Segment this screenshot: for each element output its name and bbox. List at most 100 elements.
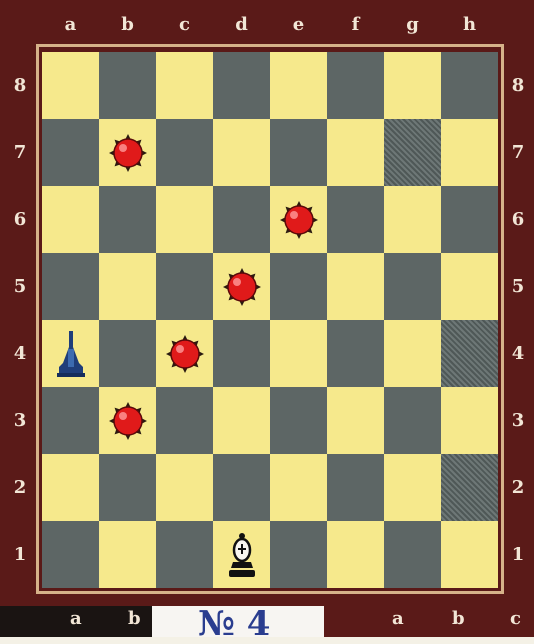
square-b8[interactable] — [99, 52, 156, 119]
rank-label-7-left: 7 — [2, 119, 38, 186]
square-d7[interactable] — [213, 119, 270, 186]
square-c4[interactable] — [156, 320, 213, 387]
rank-label-2-right: 2 — [500, 454, 534, 521]
square-f4[interactable] — [327, 320, 384, 387]
square-g8[interactable] — [384, 52, 441, 119]
square-g6[interactable] — [384, 186, 441, 253]
file-label-b-bottom: b — [128, 608, 141, 629]
square-a7[interactable] — [42, 119, 99, 186]
rank-label-4-left: 4 — [2, 320, 38, 387]
square-h4[interactable] — [441, 320, 498, 387]
square-g3[interactable] — [384, 387, 441, 454]
square-d4[interactable] — [213, 320, 270, 387]
square-a8[interactable] — [42, 52, 99, 119]
square-f7[interactable] — [327, 119, 384, 186]
square-f3[interactable] — [327, 387, 384, 454]
square-h6[interactable] — [441, 186, 498, 253]
square-d5[interactable] — [213, 253, 270, 320]
square-c6[interactable] — [156, 186, 213, 253]
chess-board[interactable] — [42, 52, 498, 588]
square-a1[interactable] — [42, 521, 99, 588]
square-a2[interactable] — [42, 454, 99, 521]
square-e3[interactable] — [270, 387, 327, 454]
square-d6[interactable] — [213, 186, 270, 253]
square-b3[interactable] — [99, 387, 156, 454]
square-e8[interactable] — [270, 52, 327, 119]
square-e2[interactable] — [270, 454, 327, 521]
square-f2[interactable] — [327, 454, 384, 521]
file-label-c: c — [156, 14, 213, 35]
square-a4[interactable] — [42, 320, 99, 387]
square-b1[interactable] — [99, 521, 156, 588]
rank-label-8-left: 8 — [2, 52, 38, 119]
rank-label-8-right: 8 — [500, 52, 534, 119]
square-h3[interactable] — [441, 387, 498, 454]
square-c8[interactable] — [156, 52, 213, 119]
mine-icon — [108, 133, 148, 173]
square-b4[interactable] — [99, 320, 156, 387]
black-bishop-icon[interactable] — [225, 530, 259, 580]
square-b5[interactable] — [99, 253, 156, 320]
square-e5[interactable] — [270, 253, 327, 320]
square-g5[interactable] — [384, 253, 441, 320]
square-d2[interactable] — [213, 454, 270, 521]
rank-label-1-right: 1 — [500, 521, 534, 588]
square-h1[interactable] — [441, 521, 498, 588]
square-d3[interactable] — [213, 387, 270, 454]
rank-label-3-left: 3 — [2, 387, 38, 454]
rank-label-5-left: 5 — [2, 253, 38, 320]
mine-icon — [108, 401, 148, 441]
square-d8[interactable] — [213, 52, 270, 119]
blue-rook-icon[interactable] — [54, 329, 88, 379]
square-h7[interactable] — [441, 119, 498, 186]
square-b2[interactable] — [99, 454, 156, 521]
file-label-a: a — [42, 14, 99, 35]
square-g2[interactable] — [384, 454, 441, 521]
square-c5[interactable] — [156, 253, 213, 320]
square-e4[interactable] — [270, 320, 327, 387]
file-label-f: f — [327, 14, 384, 35]
rank-label-6-right: 6 — [500, 186, 534, 253]
square-c1[interactable] — [156, 521, 213, 588]
file-label-e: e — [270, 14, 327, 35]
square-f8[interactable] — [327, 52, 384, 119]
square-h2[interactable] — [441, 454, 498, 521]
bottom-strip: a b № 4 a b c — [0, 606, 534, 637]
square-b6[interactable] — [99, 186, 156, 253]
file-label-c-next: c — [510, 608, 521, 629]
square-g4[interactable] — [384, 320, 441, 387]
square-c2[interactable] — [156, 454, 213, 521]
file-label-a-next: a — [392, 608, 404, 629]
square-a6[interactable] — [42, 186, 99, 253]
puzzle-number-panel: № 4 — [152, 606, 324, 637]
square-a3[interactable] — [42, 387, 99, 454]
rank-label-6-left: 6 — [2, 186, 38, 253]
square-e7[interactable] — [270, 119, 327, 186]
square-f1[interactable] — [327, 521, 384, 588]
square-f6[interactable] — [327, 186, 384, 253]
bottom-left-panel: a b — [0, 606, 152, 637]
square-c7[interactable] — [156, 119, 213, 186]
file-label-d: d — [213, 14, 270, 35]
rank-label-1-left: 1 — [2, 521, 38, 588]
square-d1[interactable] — [213, 521, 270, 588]
square-e1[interactable] — [270, 521, 327, 588]
rank-label-4-right: 4 — [500, 320, 534, 387]
rank-label-7-right: 7 — [500, 119, 534, 186]
rank-label-3-right: 3 — [500, 387, 534, 454]
file-label-b-next: b — [452, 608, 465, 629]
square-h5[interactable] — [441, 253, 498, 320]
square-g1[interactable] — [384, 521, 441, 588]
square-f5[interactable] — [327, 253, 384, 320]
square-c3[interactable] — [156, 387, 213, 454]
square-g7[interactable] — [384, 119, 441, 186]
square-e6[interactable] — [270, 186, 327, 253]
square-h8[interactable] — [441, 52, 498, 119]
file-label-a-bottom: a — [70, 608, 82, 629]
file-label-b: b — [99, 14, 156, 35]
square-b7[interactable] — [99, 119, 156, 186]
rank-label-5-right: 5 — [500, 253, 534, 320]
mine-icon — [279, 200, 319, 240]
square-a5[interactable] — [42, 253, 99, 320]
bottom-right-panel: a b c — [324, 606, 534, 637]
